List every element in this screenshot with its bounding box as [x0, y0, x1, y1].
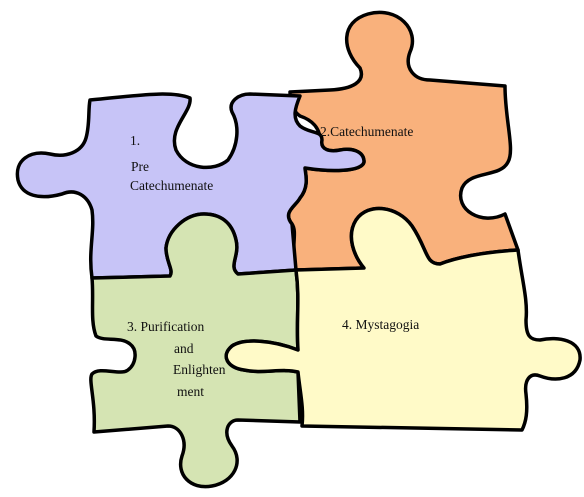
label-mystagogia: 4. Mystagogia: [342, 317, 419, 332]
label-line: and: [174, 341, 194, 356]
label-line: 1.: [130, 133, 140, 148]
label-line: Pre: [131, 159, 149, 174]
label-line: 2.Catechumenate: [320, 124, 413, 139]
label-pre-catechumenate: 1. Pre Catechumenate: [130, 133, 213, 193]
label-purification: 3. Purification and Enlighten ment: [127, 319, 226, 399]
label-line: ment: [177, 384, 204, 399]
puzzle-piece-mystagogia: [224, 206, 582, 432]
puzzle-piece-pre-catechumenate: [15, 92, 366, 280]
label-catechumenate: 2.Catechumenate: [320, 124, 413, 139]
label-line: Catechumenate: [130, 178, 213, 193]
label-line: 4. Mystagogia: [342, 317, 419, 332]
label-line: 3. Purification: [127, 319, 204, 334]
puzzle-piece-purification: [89, 212, 302, 489]
label-line: Enlighten: [173, 362, 226, 377]
